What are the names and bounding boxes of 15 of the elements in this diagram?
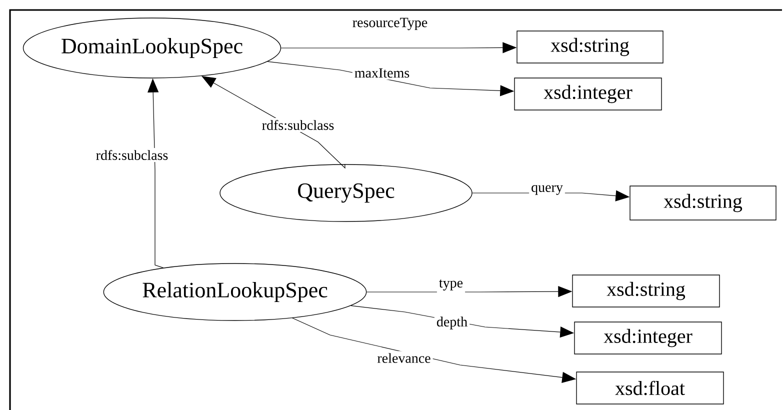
datatype-box: xsd:string	[630, 186, 776, 220]
datatype-box: xsd:integer	[514, 78, 662, 110]
datatype-box: xsd:float	[576, 372, 724, 404]
edge-label: type	[436, 278, 466, 292]
datatype-box: xsd:string	[572, 274, 720, 308]
edge-label: relevance	[375, 351, 433, 365]
edge-label: maxItems	[352, 66, 412, 80]
edge-label: query	[529, 183, 565, 197]
edge-label: rdfs:subclass	[94, 148, 170, 162]
arrow	[202, 76, 346, 169]
datatype-box: xsd:integer	[574, 322, 722, 354]
edge-label: resourceType	[350, 16, 430, 32]
edge-label: rdfs:subclass	[260, 118, 336, 132]
edge-label: depth	[434, 314, 470, 332]
datatype-box: xsd:string	[516, 30, 664, 64]
